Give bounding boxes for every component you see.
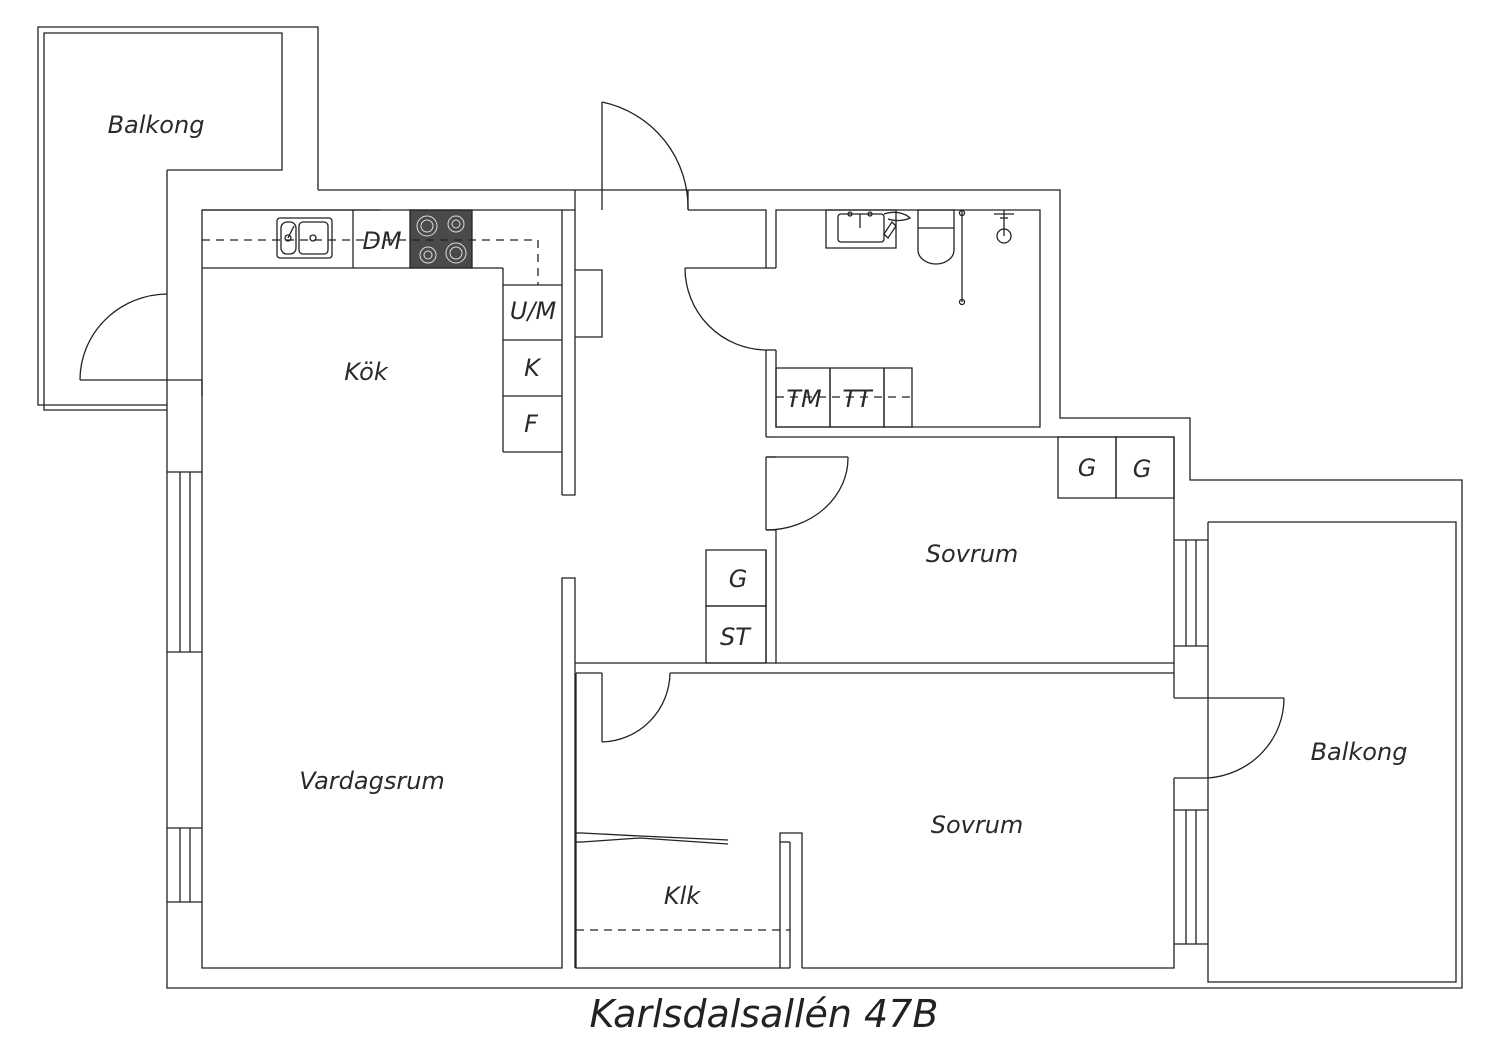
shower-icon [960,210,1015,305]
window-east-upper [1174,540,1208,646]
room-label-balkong-se: Balkong [1310,738,1408,766]
stove-icon [417,216,466,263]
room-label-kok: Kök [344,358,388,386]
fixture-label-k: K [524,354,540,382]
room-label-vardagsrum: Vardagsrum [299,767,445,795]
entrance-door [575,102,688,210]
room-label-sovrum-lower: Sovrum [930,811,1024,839]
closet-klk-walls [576,833,802,968]
hall-wardrobe [575,270,602,337]
address-title: Karlsdalsallén 47B [589,992,939,1036]
room-label-klk: Klk [663,882,701,910]
fixture-label-f: F [524,410,538,438]
outer-wall [167,170,1462,988]
fixture-label-g-upper-1: G [1077,454,1097,482]
balcony-nw-outline [38,27,318,410]
washbasin-icon [826,210,910,248]
fixture-label-g-hall: G [728,565,748,593]
counter-dashed [202,240,538,285]
balcony-se-outline [1208,522,1456,982]
sink-icon [277,218,332,258]
fixture-label-g-upper-2: G [1132,455,1152,483]
room-label-sovrum-upper: Sovrum [925,540,1019,568]
room-label-balkong-nw: Balkong [107,111,205,139]
kitchen-inner-walls [202,210,575,968]
balcony-door-nw [80,294,202,396]
fixture-label-st: ST [720,623,750,651]
fixture-label-dm: DM [362,227,402,255]
window-east-lower [1174,810,1208,944]
window-west-lower [167,828,202,902]
fixture-label-um: U/M [509,297,557,325]
bedroom-lower-walls [575,663,1284,968]
window-west-upper [167,472,202,652]
fixture-label-tm: TM [786,385,822,413]
laundry-units [776,368,912,427]
toilet-icon [918,210,954,264]
fixture-label-tt: TT [842,385,872,413]
